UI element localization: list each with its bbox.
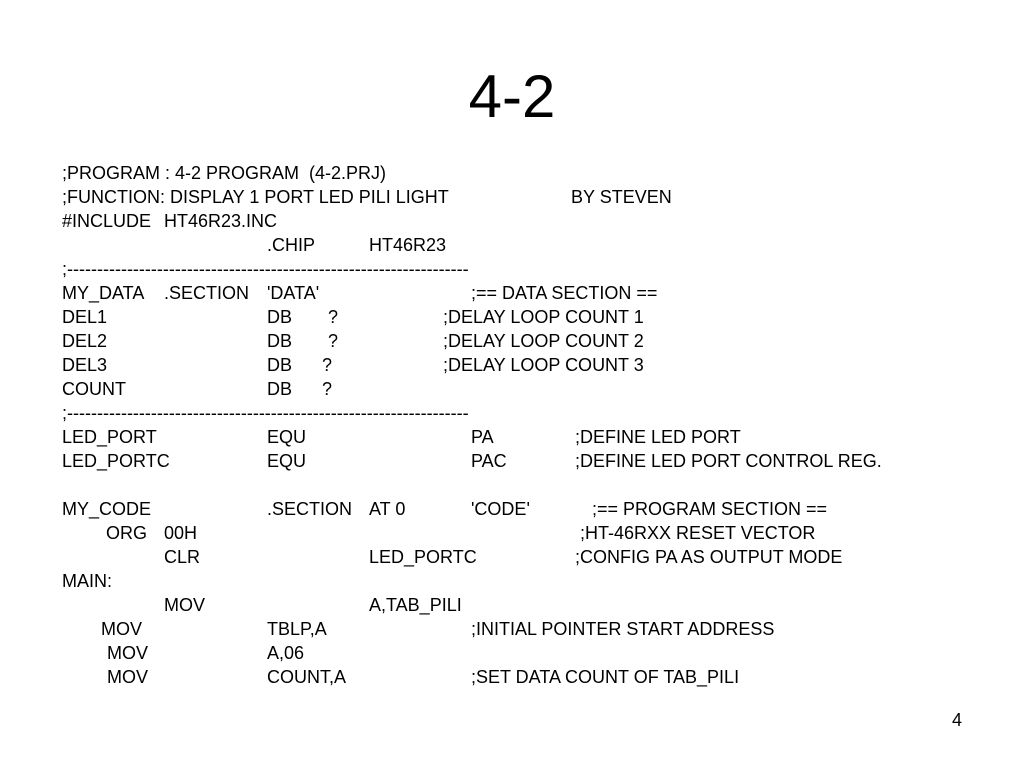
code-segment: AT 0	[369, 499, 406, 519]
code-segment: MY_CODE	[62, 499, 152, 519]
code-segment: ;---------------------------------------…	[62, 259, 469, 279]
code-segment: DB	[267, 355, 293, 375]
code-line: MY_DATA .SECTION 'DATA' ;== DATA SECTION ==	[0, 281, 1024, 305]
code-segment: ?	[322, 355, 333, 375]
code-segment: MY_DATA	[62, 283, 145, 303]
code-segment: .SECTION	[164, 283, 250, 303]
page-number: 4	[951, 710, 962, 730]
code-segment: ;DELAY LOOP COUNT 3	[443, 355, 644, 375]
code-line: MOV A,06	[0, 641, 1024, 665]
code-segment: A,06	[267, 643, 305, 663]
code-line: #INCLUDE HT46R23.INC	[0, 209, 1024, 233]
code-segment: LED_PORTC	[62, 451, 170, 471]
code-listing: ;PROGRAM : 4-2 PROGRAM (4-2.PRJ);FUNCTIO…	[0, 161, 1024, 701]
slide-title: 4-2	[468, 63, 556, 130]
code-segment: #INCLUDE	[62, 211, 152, 231]
code-segment: ?	[322, 379, 333, 399]
code-segment: 'DATA'	[267, 283, 320, 303]
code-segment: ;CONFIG PA AS OUTPUT MODE	[575, 547, 843, 567]
code-line: ;---------------------------------------…	[0, 257, 1024, 281]
code-segment: A,TAB_PILI	[369, 595, 462, 615]
code-segment: ;PROGRAM : 4-2 PROGRAM (4-2.PRJ)	[62, 163, 387, 183]
code-segment: ;== DATA SECTION ==	[471, 283, 658, 303]
code-line	[0, 473, 1024, 497]
code-segment: 'CODE'	[471, 499, 530, 519]
code-line: LED_PORT EQU PA ;DEFINE LED PORT	[0, 425, 1024, 449]
code-segment: CLR	[164, 547, 201, 567]
code-segment: DEL1	[62, 307, 108, 327]
code-segment: DB	[267, 307, 293, 327]
code-segment: ;HT-46RXX RESET VECTOR	[580, 523, 816, 543]
code-segment: ;DEFINE LED PORT	[575, 427, 741, 447]
code-segment: DB	[267, 379, 293, 399]
code-line: MOV A,TAB_PILI	[0, 593, 1024, 617]
code-segment: 00H	[164, 523, 198, 543]
code-segment: LED_PORTC	[369, 547, 477, 567]
code-segment: MOV	[107, 667, 149, 687]
code-segment: .SECTION	[267, 499, 353, 519]
code-segment: ?	[328, 307, 339, 327]
code-segment: .CHIP	[267, 235, 316, 255]
code-segment: ;DELAY LOOP COUNT 2	[443, 331, 644, 351]
code-segment: ;---------------------------------------…	[62, 403, 469, 423]
code-segment: ;== PROGRAM SECTION ==	[592, 499, 828, 519]
code-segment: TBLP,A	[267, 619, 327, 639]
code-segment: ;DELAY LOOP COUNT 1	[443, 307, 644, 327]
code-segment: HT46R23	[369, 235, 447, 255]
code-line: MY_CODE .SECTION AT 0 'CODE' ;== PROGRAM SEC…	[0, 497, 1024, 521]
code-segment: MOV	[107, 643, 149, 663]
code-segment: PA	[471, 427, 494, 447]
code-line: MAIN:	[0, 569, 1024, 593]
code-segment: ;FUNCTION: DISPLAY 1 PORT LED PILI LIGHT	[62, 187, 449, 207]
code-line: ;FUNCTION: DISPLAY 1 PORT LED PILI LIGHT…	[0, 185, 1024, 209]
code-segment: ?	[328, 331, 339, 351]
code-segment: EQU	[267, 427, 307, 447]
code-line: DEL1 DB? ;DELAY LOOP COUNT 1	[0, 305, 1024, 329]
code-line: COUNT DB?	[0, 377, 1024, 401]
code-segment: LED_PORT	[62, 427, 157, 447]
code-segment: COUNT,A	[267, 667, 347, 687]
code-segment: PAC	[471, 451, 507, 471]
code-line: DEL3 DB? ;DELAY LOOP COUNT 3	[0, 353, 1024, 377]
code-line: LED_PORTC EQU PAC ;DEFINE LED PORT CONTROL …	[0, 449, 1024, 473]
code-line: MOV TBLP,A ;INITIAL POINTER START ADDRESS	[0, 617, 1024, 641]
code-line: CLR LED_PORTC ;CONFIG PA AS OUTPUT MODE	[0, 545, 1024, 569]
code-segment: DEL3	[62, 355, 108, 375]
code-segment: BY STEVEN	[571, 187, 672, 207]
code-segment: MOV	[101, 619, 143, 639]
code-segment: DB	[267, 331, 293, 351]
code-line: ;---------------------------------------…	[0, 401, 1024, 425]
code-line: .CHIP HT46R23	[0, 233, 1024, 257]
code-segment: ORG	[106, 523, 148, 543]
code-segment: DEL2	[62, 331, 108, 351]
code-line: ;PROGRAM : 4-2 PROGRAM (4-2.PRJ)	[0, 161, 1024, 185]
code-segment: MOV	[164, 595, 206, 615]
code-segment: ;DEFINE LED PORT CONTROL REG.	[575, 451, 882, 471]
code-line: MOV COUNT,A ;SET DATA COUNT OF TAB_PILI	[0, 665, 1024, 689]
code-line: ORG 00H ;HT-46RXX RESET VECTOR	[0, 521, 1024, 545]
code-segment: HT46R23.INC	[164, 211, 278, 231]
code-segment: ;INITIAL POINTER START ADDRESS	[471, 619, 775, 639]
code-segment: MAIN:	[62, 571, 113, 591]
code-segment: ;SET DATA COUNT OF TAB_PILI	[471, 667, 740, 687]
code-segment: COUNT	[62, 379, 126, 399]
code-line: DEL2 DB? ;DELAY LOOP COUNT 2	[0, 329, 1024, 353]
code-segment: EQU	[267, 451, 307, 471]
